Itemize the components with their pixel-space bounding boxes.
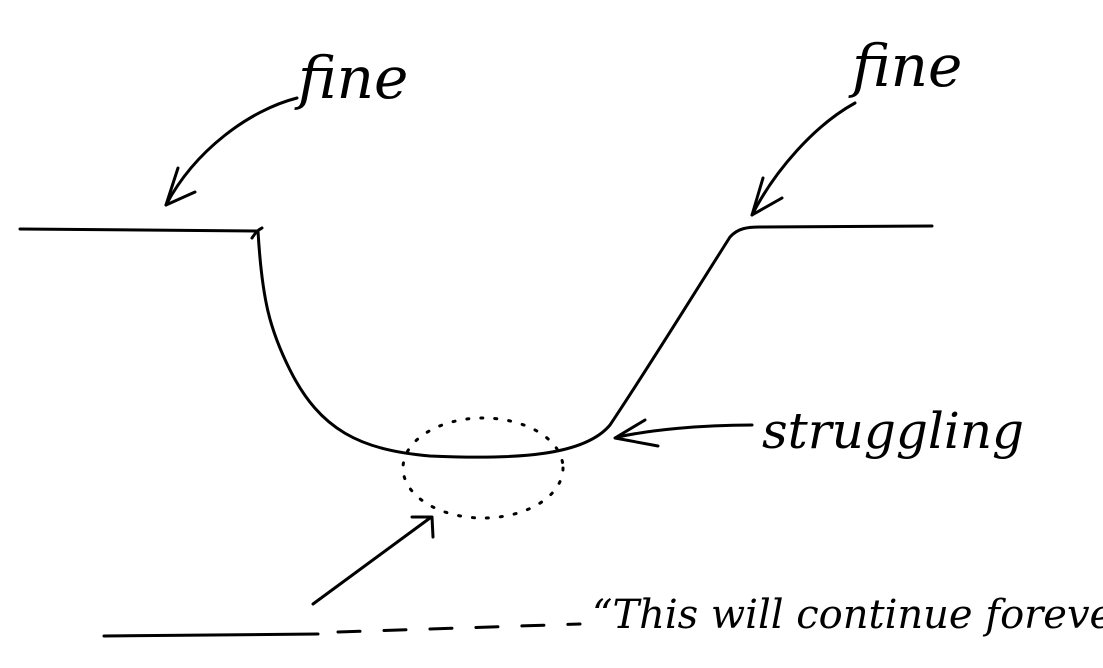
forever-line-solid xyxy=(102,632,320,638)
dotted-circle xyxy=(401,416,565,520)
label-fine-right: fine xyxy=(848,32,962,100)
arrowhead-fine-left xyxy=(164,166,197,207)
valley-curve xyxy=(18,224,934,459)
drop-tick xyxy=(250,226,264,240)
arrowhead-struggling xyxy=(613,418,660,448)
arrowhead-forever xyxy=(410,515,435,539)
forever-line-dashed xyxy=(336,622,582,634)
label-forever-quote: “This will continue forever...” xyxy=(592,592,1103,638)
arrow-forever xyxy=(311,516,432,606)
arrow-struggling xyxy=(616,423,754,439)
arrow-fine-right xyxy=(750,101,857,217)
label-struggling: struggling xyxy=(762,402,1024,460)
arrow-fine-left xyxy=(164,96,299,207)
arrowhead-fine-right xyxy=(750,176,784,217)
label-fine-left: fine xyxy=(294,44,408,112)
